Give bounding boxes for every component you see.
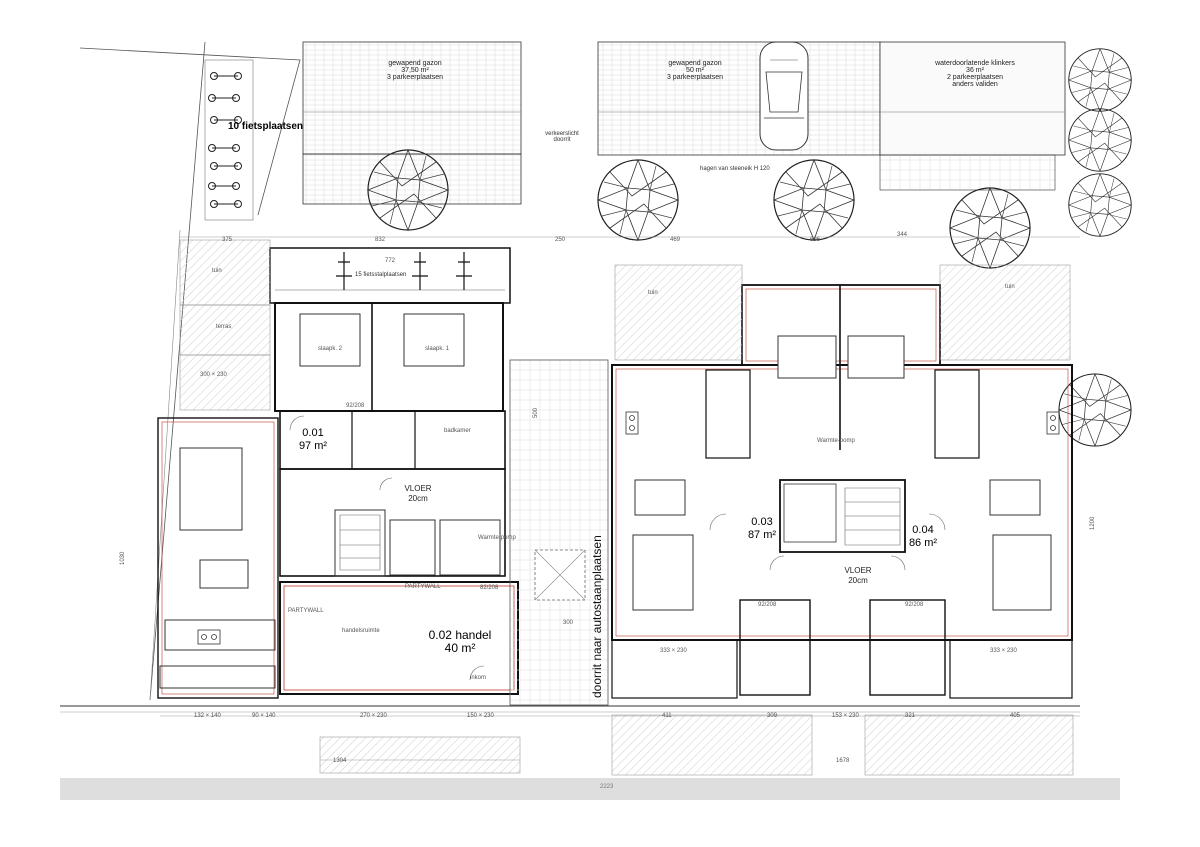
room-label: terras: [216, 324, 232, 330]
parking-area-left: [302, 41, 522, 205]
door-swing: [289, 415, 946, 681]
dimension: 90 × 140: [252, 713, 276, 719]
lawn-mid-label: gewapend gazon 50 m² 3 parkeerplaatsen: [666, 60, 724, 81]
bike-rack-icon: [204, 59, 254, 221]
room-label: Warmte-pomp: [817, 438, 855, 444]
driveway-label: doorrit naar autostaanplaatsen: [590, 535, 604, 698]
tree-icon: [597, 159, 679, 241]
driveway: [509, 359, 609, 706]
tree-icon: [949, 187, 1031, 269]
dimension: 1030: [120, 551, 126, 565]
dimension: 696: [810, 237, 821, 243]
dimension: 300: [563, 620, 574, 626]
bike-storage-label: 15 fietsstalplaatsen: [355, 272, 407, 278]
dimension: 333 × 230: [660, 648, 687, 654]
hedge-label: hagen van steeneik H 120: [700, 166, 770, 172]
parking-area-right: [879, 41, 1066, 191]
room-label: handelsruimte: [342, 628, 380, 634]
dimension: 132 × 140: [194, 713, 221, 719]
room-label: Warmte-pomp: [478, 535, 516, 541]
street-band: [60, 778, 1120, 800]
tree-icon: [1068, 173, 1132, 237]
dimension: 411: [662, 713, 672, 719]
dimension: 1200: [1090, 516, 1096, 530]
dimension: 300 × 230: [200, 372, 227, 378]
floor-thickness-label: VLOER 20cm: [844, 566, 872, 585]
partywall-label: PARTYWALL: [405, 584, 441, 590]
room-label: badkamer: [444, 428, 471, 434]
lawn-left-label: gewapend gazon 37,50 m² 3 parkeerplaatse…: [386, 60, 444, 81]
dimension: 405: [1010, 713, 1021, 719]
dimension: 309: [767, 713, 778, 719]
floor-thickness-label: VLOER 20cm: [404, 484, 432, 503]
dimension: 1304: [333, 758, 347, 764]
door-dimension: 92/208: [905, 602, 924, 608]
dimension: 1678: [836, 758, 850, 764]
bike-parking-label: 10 fietsplaatsen: [228, 121, 304, 132]
dimension: 333 × 230: [990, 648, 1017, 654]
traffic-light-label: verkeerslicht doorrit: [545, 131, 579, 143]
room-label: tuin: [648, 290, 658, 296]
room-label: slaapk. 1: [425, 346, 450, 352]
unit-label: 0.03 87 m²: [747, 516, 777, 541]
car-icon: [759, 41, 809, 151]
room-label: tuin: [1005, 284, 1015, 290]
dimension-total: 2223: [600, 784, 614, 790]
dimension: 500: [533, 407, 539, 418]
dimension: 270 × 230: [360, 713, 387, 719]
room-label: slaapk. 2: [318, 346, 343, 352]
tree-icon: [773, 159, 855, 241]
tree-icon: [1068, 108, 1132, 172]
tree-icon: [1068, 48, 1132, 112]
room-label: inkom: [470, 675, 487, 681]
building-right: [319, 264, 1074, 776]
bike-stand-icon: [336, 252, 472, 290]
building-left: [157, 239, 519, 699]
unit-label: 0.04 86 m²: [908, 524, 938, 549]
dimension: 321: [905, 713, 916, 719]
door-dimension: 82/208: [480, 585, 499, 591]
tree-icon: [1058, 373, 1132, 447]
dimension: 469: [670, 237, 681, 243]
dimension: 832: [375, 237, 386, 243]
dimension: 250: [555, 237, 566, 243]
site-boundary: [79, 47, 301, 216]
door-dimension: 92/208: [346, 403, 365, 409]
dimension: 375: [222, 237, 233, 243]
dimension: 344: [897, 232, 908, 238]
door-dimension: 92/208: [758, 602, 777, 608]
dimension: 772: [385, 258, 396, 264]
kitchen-hob-icon: [197, 411, 1060, 645]
unit-label: 0.01 97 m²: [298, 427, 328, 452]
parking-area-mid: [597, 41, 881, 156]
dimension: 153 × 230: [832, 713, 859, 719]
unit-label: 0.02 handel 40 m²: [428, 628, 492, 655]
room-label: tuin: [212, 268, 222, 274]
dimension: 150 × 230: [467, 713, 494, 719]
partywall-label: PARTYWALL: [288, 608, 324, 614]
pavers-right-label: waterdoorlatende klinkers 36 m² 2 parkee…: [935, 60, 1015, 88]
